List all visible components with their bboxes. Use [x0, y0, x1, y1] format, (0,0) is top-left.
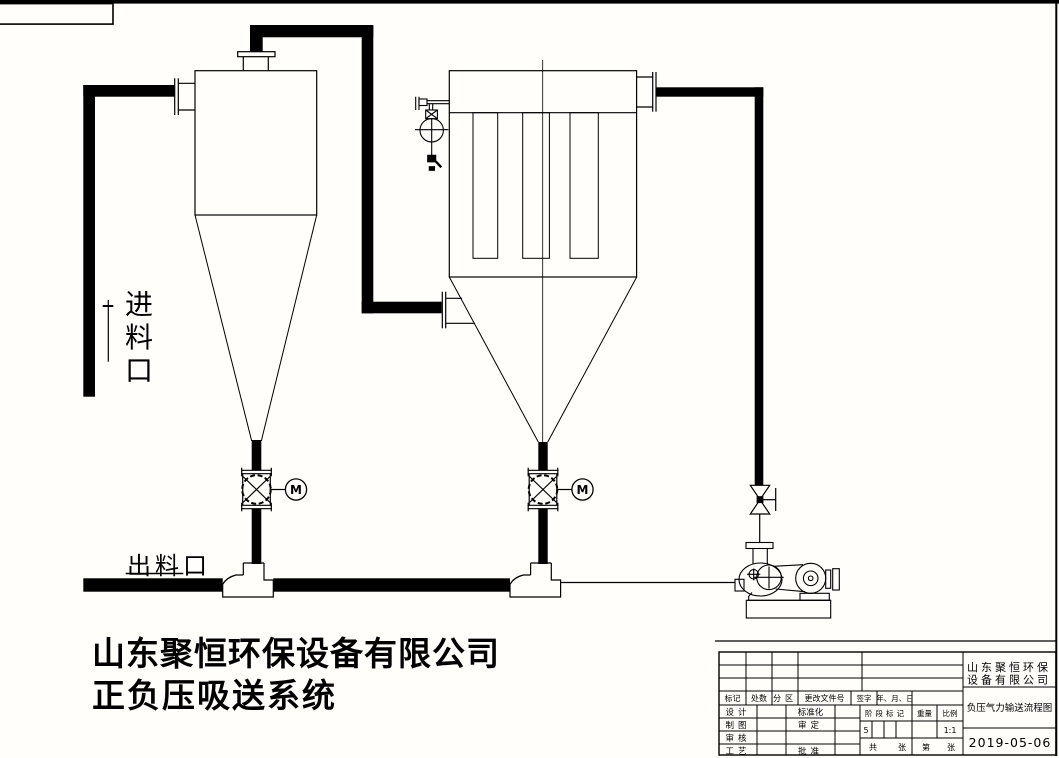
tb-drawing-title: 负压气力输送流程图 — [967, 702, 1053, 714]
motor-label-cyclone: M — [290, 483, 302, 497]
discharge-pipe-seg2 — [273, 578, 510, 592]
title-block-outer — [718, 651, 1057, 756]
filter-inlet-pipe — [361, 301, 442, 314]
bearing-block-1 — [825, 569, 832, 589]
filter-outlet-run — [656, 87, 764, 97]
interconnect-down-pipe — [361, 25, 374, 314]
tb-scale-header: 比例 — [943, 708, 958, 718]
motor-pulley-outer — [795, 562, 827, 594]
filter-bag-1 — [472, 112, 499, 259]
tb-sheet-zhang2: 张 — [947, 743, 955, 752]
vacuum-blower — [734, 541, 840, 619]
motor-symbol — [571, 478, 594, 501]
cyclone-separator — [174, 51, 318, 442]
filter-bag-2 — [522, 112, 550, 259]
bag-filter — [441, 60, 657, 443]
discharge-tee-cyclone — [222, 562, 274, 598]
tb-company-line2: 设备有限公司 — [967, 673, 1051, 687]
blower-base — [745, 599, 832, 619]
cyclone-cone-left — [194, 214, 253, 442]
outlet-label: 出料口 — [127, 552, 211, 580]
title-block-text: 标记 处数 分区 更改文件号 签字 年、月、日 设计 制图 审核 工艺 标准化 … — [725, 660, 1053, 757]
pulse-jet-assembly — [415, 96, 450, 171]
blow-nozzle — [427, 154, 437, 163]
cyclone-cone-stub — [251, 440, 262, 471]
tb-std-label: 标准化 — [798, 707, 824, 718]
tb-header-zone: 分区 — [773, 694, 797, 703]
blower-inlet-flange — [734, 578, 745, 592]
motor-symbol — [284, 478, 308, 501]
blower-top-flange — [745, 541, 774, 550]
rotary-valve-filter — [527, 467, 594, 512]
rotary-valve-cyclone — [241, 467, 308, 512]
tb-header-docno: 更改文件号 — [805, 693, 845, 703]
tb-date: 2019-05-06 — [969, 735, 1052, 750]
tb-header-date: 年、月、日 — [876, 693, 914, 703]
tb-sheet-zhang1: 张 — [898, 743, 906, 752]
filter-cone-right — [547, 276, 638, 443]
bearing-block-2 — [832, 568, 840, 591]
belt-top — [773, 564, 804, 567]
motor-pulley-inner — [802, 570, 819, 587]
tb-scale-value: 1:1 — [944, 726, 957, 735]
tb-row-process: 工艺 — [725, 747, 750, 757]
frame-top-bar — [0, 0, 1059, 4]
frame-corner-box — [0, 2, 114, 25]
feed-pipe-vertical — [83, 85, 95, 397]
inlet-label: 进料口 — [125, 288, 154, 387]
filter-valve-outlet-stub — [538, 509, 548, 564]
gate-valve — [749, 484, 777, 543]
tb-header-sign: 签字 — [857, 693, 872, 703]
filter-cone-left — [448, 276, 539, 443]
filter-bag-3 — [569, 112, 599, 259]
tb-header-mark: 标记 — [725, 693, 741, 703]
cyclone-cone-right — [260, 214, 318, 442]
filter-cone-stub — [538, 442, 548, 471]
tb-sheet-total-label: 共 — [869, 743, 877, 752]
motor-shaft — [807, 575, 814, 582]
tb-review-label: 审定 — [798, 720, 823, 731]
tb-row-design: 设计 — [725, 707, 750, 718]
cyclone-top-flange — [237, 51, 276, 58]
suction-down-pipe — [754, 87, 764, 486]
belt-bottom — [775, 588, 806, 593]
tb-stage-header: 阶段标记 — [865, 708, 907, 718]
motor-label-filter: M — [577, 483, 589, 497]
company-title: 山东聚恒环保设备有限公司 — [92, 634, 500, 673]
tb-stage-value: 5 — [863, 726, 868, 735]
motor-pedestal — [799, 592, 830, 601]
tb-row-draw: 制图 — [725, 720, 750, 731]
discharge-tee-filter — [509, 562, 562, 598]
cyclone-top-stub-pipe — [250, 36, 263, 52]
discharge-pipe-seg1 — [83, 578, 223, 592]
feed-pipe-horizontal — [83, 85, 175, 97]
cyclone-valve-outlet-stub — [251, 509, 262, 564]
cyclone-body — [194, 70, 318, 216]
casing-foot — [748, 592, 753, 601]
tb-row-check: 审核 — [725, 733, 750, 744]
tb-sheet-no-label: 第 — [922, 742, 930, 752]
conveying-pipes — [83, 25, 764, 592]
tb-weight-header: 重量 — [917, 709, 932, 718]
label-leaders — [102, 300, 184, 575]
tb-header-count: 处数 — [751, 693, 767, 703]
system-title: 正负压吸送系统 — [92, 676, 337, 715]
gate-valve-upper-wedge — [749, 484, 771, 501]
cyclone-to-filter-top-run — [250, 25, 374, 38]
tb-company-line1: 山东聚恒环保 — [967, 660, 1051, 674]
title-block — [718, 651, 1057, 756]
tb-approve-label: 批准 — [798, 746, 823, 757]
